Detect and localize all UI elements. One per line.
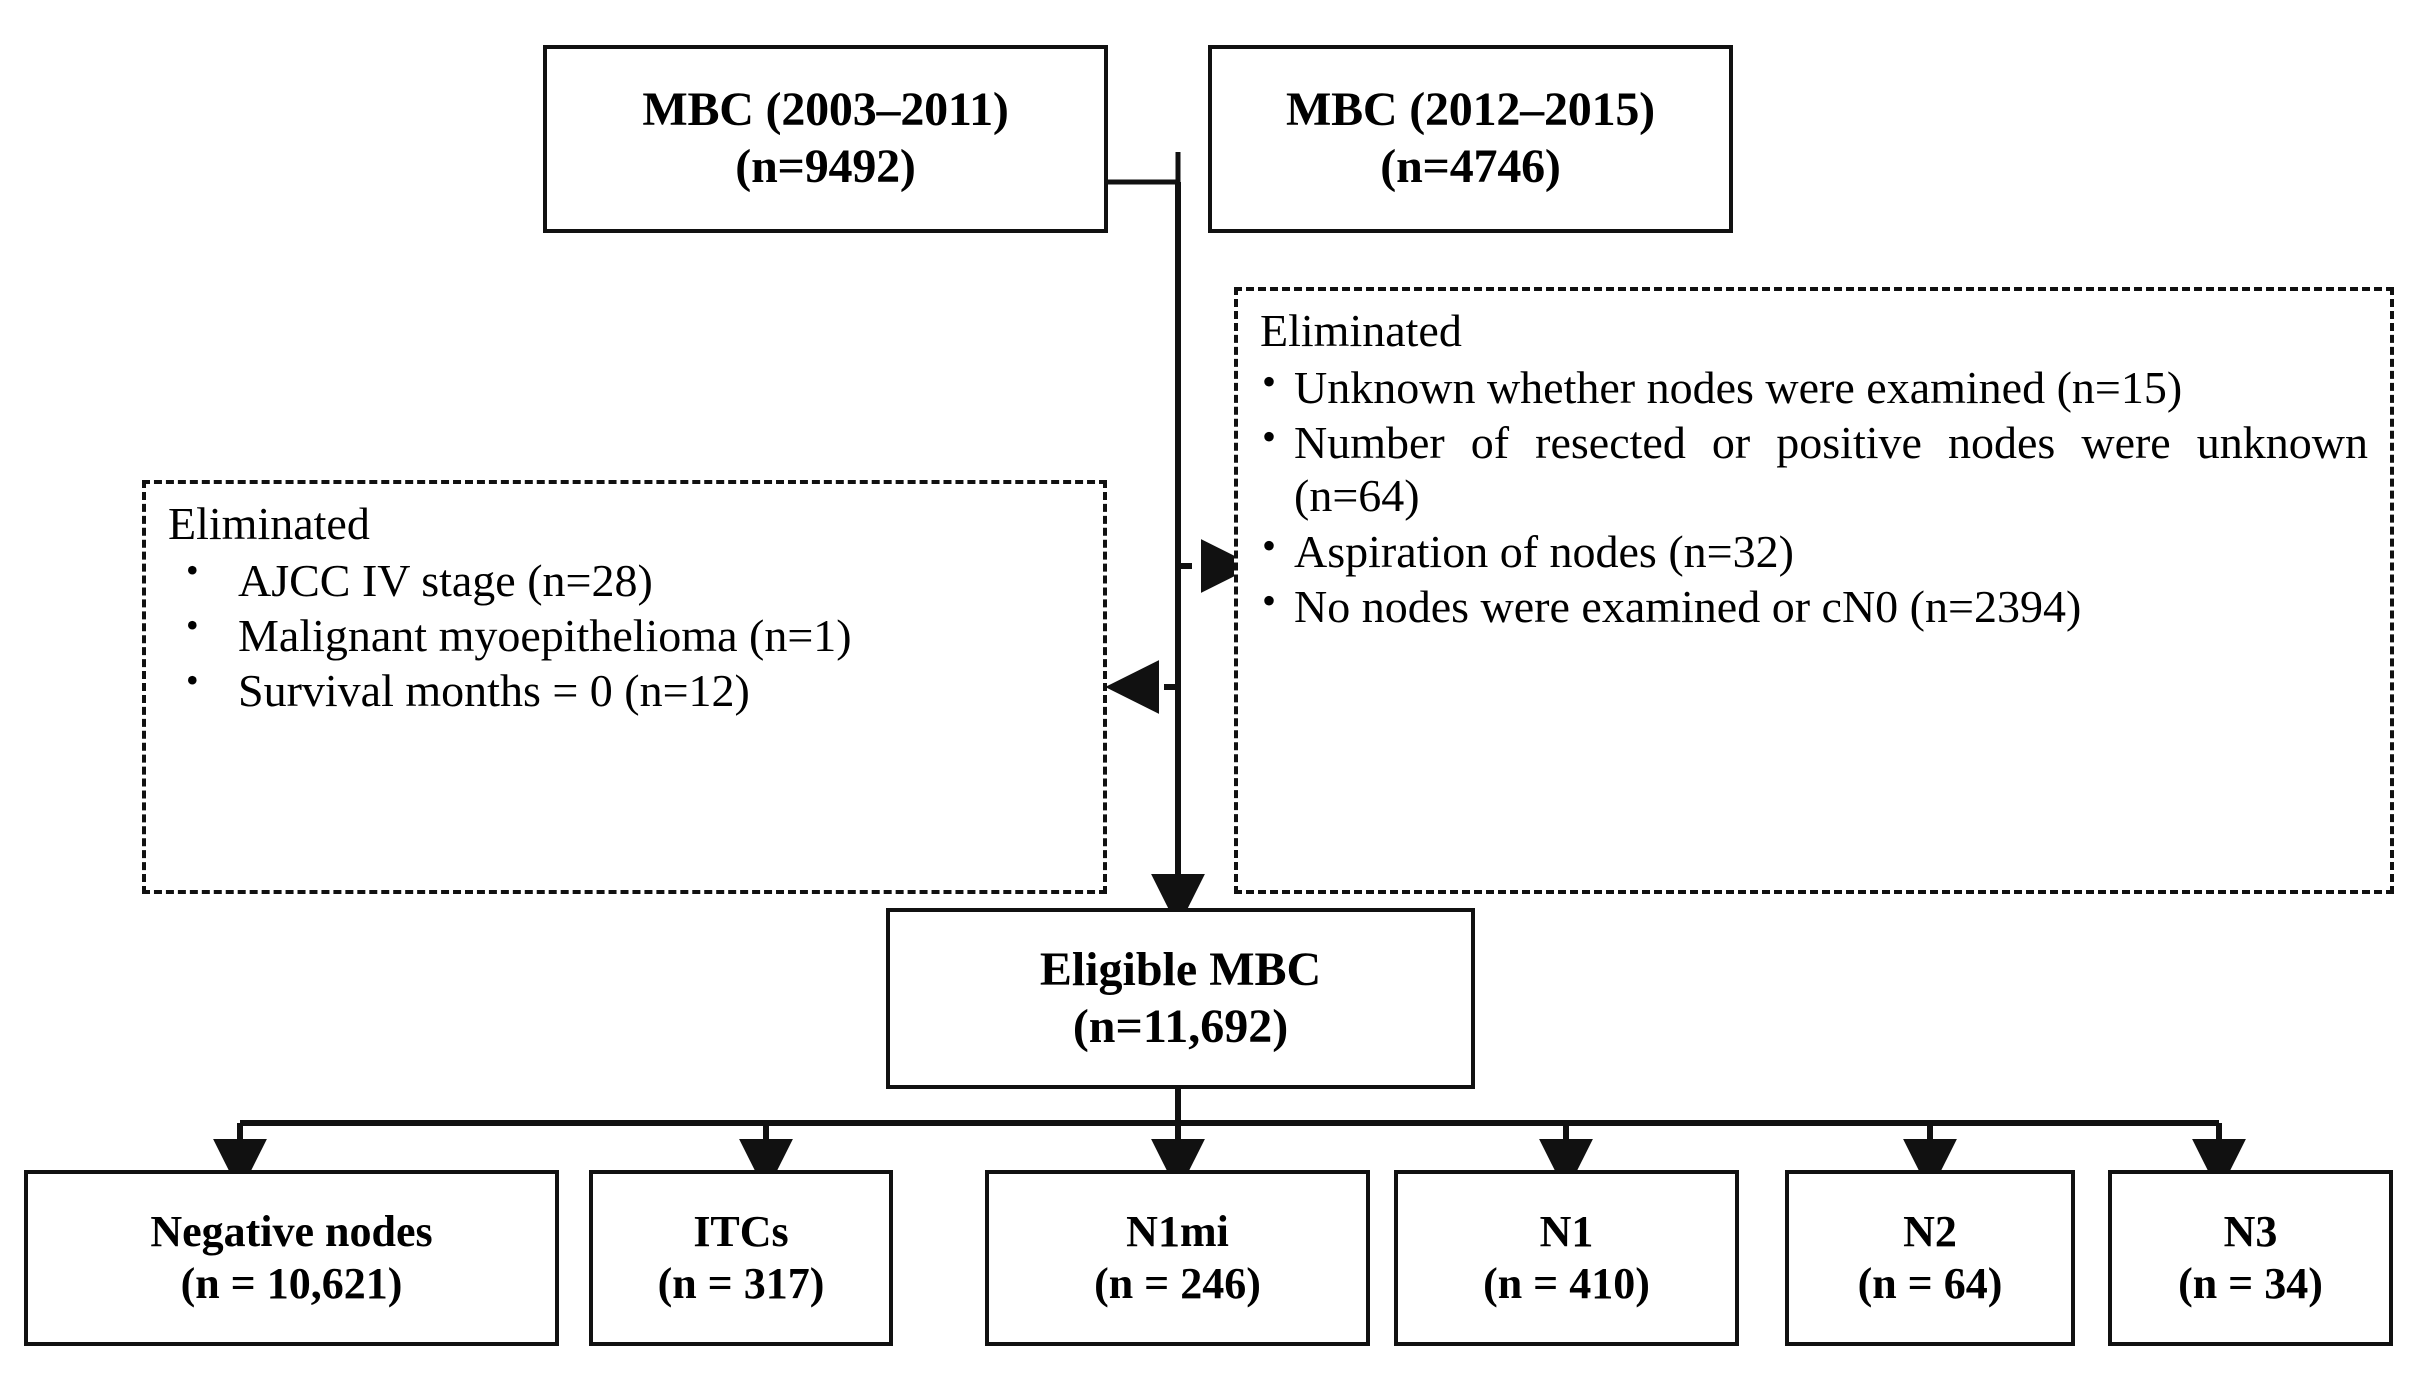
node-outcome-n2: N2 (n = 64) [1785, 1170, 2075, 1346]
outcome-n3-count: (n = 34) [2178, 1259, 2323, 1308]
panel-eliminated-right: Eliminated Unknown whether nodes were ex… [1234, 287, 2394, 894]
node-source-2003-2011: MBC (2003–2011) (n=9492) [543, 45, 1108, 233]
outcome-negative-nodes-label: Negative nodes [150, 1207, 433, 1257]
node-outcome-itcs: ITCs (n = 317) [589, 1170, 893, 1346]
panel-eliminated-left: Eliminated AJCC IV stage (n=28) Malignan… [142, 480, 1107, 894]
source-2012-2015-count: (n=4746) [1380, 140, 1561, 193]
node-source-2012-2015: MBC (2012–2015) (n=4746) [1208, 45, 1733, 233]
eliminated-right-item-0: Unknown whether nodes were examined (n=1… [1294, 361, 2183, 413]
eliminated-right-item-3: No nodes were examined or cN0 (n=2394) [1294, 580, 2082, 632]
outcome-n1-label: N1 [1539, 1207, 1594, 1257]
eligible-title: Eligible MBC [1039, 942, 1322, 996]
list-item: Survival months = 0 (n=12) [168, 660, 1081, 717]
eliminated-right-heading: Eliminated [1260, 305, 1462, 356]
outcome-negative-nodes-count: (n = 10,621) [180, 1259, 403, 1308]
eliminated-left-item-1: Malignant myoepithelioma (n=1) [238, 609, 852, 661]
outcome-n1mi-label: N1mi [1126, 1207, 1229, 1257]
list-item: Unknown whether nodes were examined (n=1… [1260, 359, 2368, 414]
list-item: Aspiration of nodes (n=32) [1260, 523, 2368, 578]
eliminated-right-item-2: Aspiration of nodes (n=32) [1294, 525, 1794, 577]
source-2003-2011-count: (n=9492) [735, 140, 916, 193]
outcome-n1mi-count: (n = 246) [1094, 1259, 1261, 1308]
outcome-n2-count: (n = 64) [1857, 1259, 2003, 1308]
node-outcome-n3: N3 (n = 34) [2108, 1170, 2393, 1346]
outcome-fanout-arrows [213, 1123, 2246, 1193]
node-outcome-n1: N1 (n = 410) [1394, 1170, 1739, 1346]
outcome-n2-label: N2 [1903, 1207, 1957, 1257]
outcome-n1-count: (n = 410) [1483, 1259, 1650, 1308]
list-item: No nodes were examined or cN0 (n=2394) [1260, 578, 2368, 633]
source-2012-2015-title: MBC (2012–2015) [1286, 83, 1655, 137]
eligible-count: (n=11,692) [1072, 999, 1289, 1053]
eliminated-left-list: AJCC IV stage (n=28) Malignant myoepithe… [168, 549, 1081, 718]
outcome-n3-label: N3 [2223, 1207, 2278, 1257]
eliminated-left-item-2: Survival months = 0 (n=12) [238, 665, 750, 717]
list-item: Malignant myoepithelioma (n=1) [168, 605, 1081, 662]
source-2003-2011-title: MBC (2003–2011) [642, 83, 1009, 137]
node-outcome-negative-nodes: Negative nodes (n = 10,621) [24, 1170, 559, 1346]
outcome-itcs-label: ITCs [693, 1207, 789, 1257]
list-item: AJCC IV stage (n=28) [168, 549, 1081, 607]
node-outcome-n1mi: N1mi (n = 246) [985, 1170, 1370, 1346]
list-item: Number of resected or positive nodes wer… [1260, 414, 2368, 523]
outcome-fanout [240, 1089, 2219, 1126]
eliminated-right-item-1: Number of resected or positive nodes wer… [1294, 416, 2368, 522]
eliminated-left-heading: Eliminated [168, 498, 370, 549]
eliminated-right-list: Unknown whether nodes were examined (n=1… [1260, 359, 2368, 634]
eliminated-left-item-0: AJCC IV stage (n=28) [238, 554, 653, 606]
outcome-itcs-count: (n = 317) [657, 1259, 825, 1308]
node-eligible-mbc: Eligible MBC (n=11,692) [886, 908, 1475, 1089]
